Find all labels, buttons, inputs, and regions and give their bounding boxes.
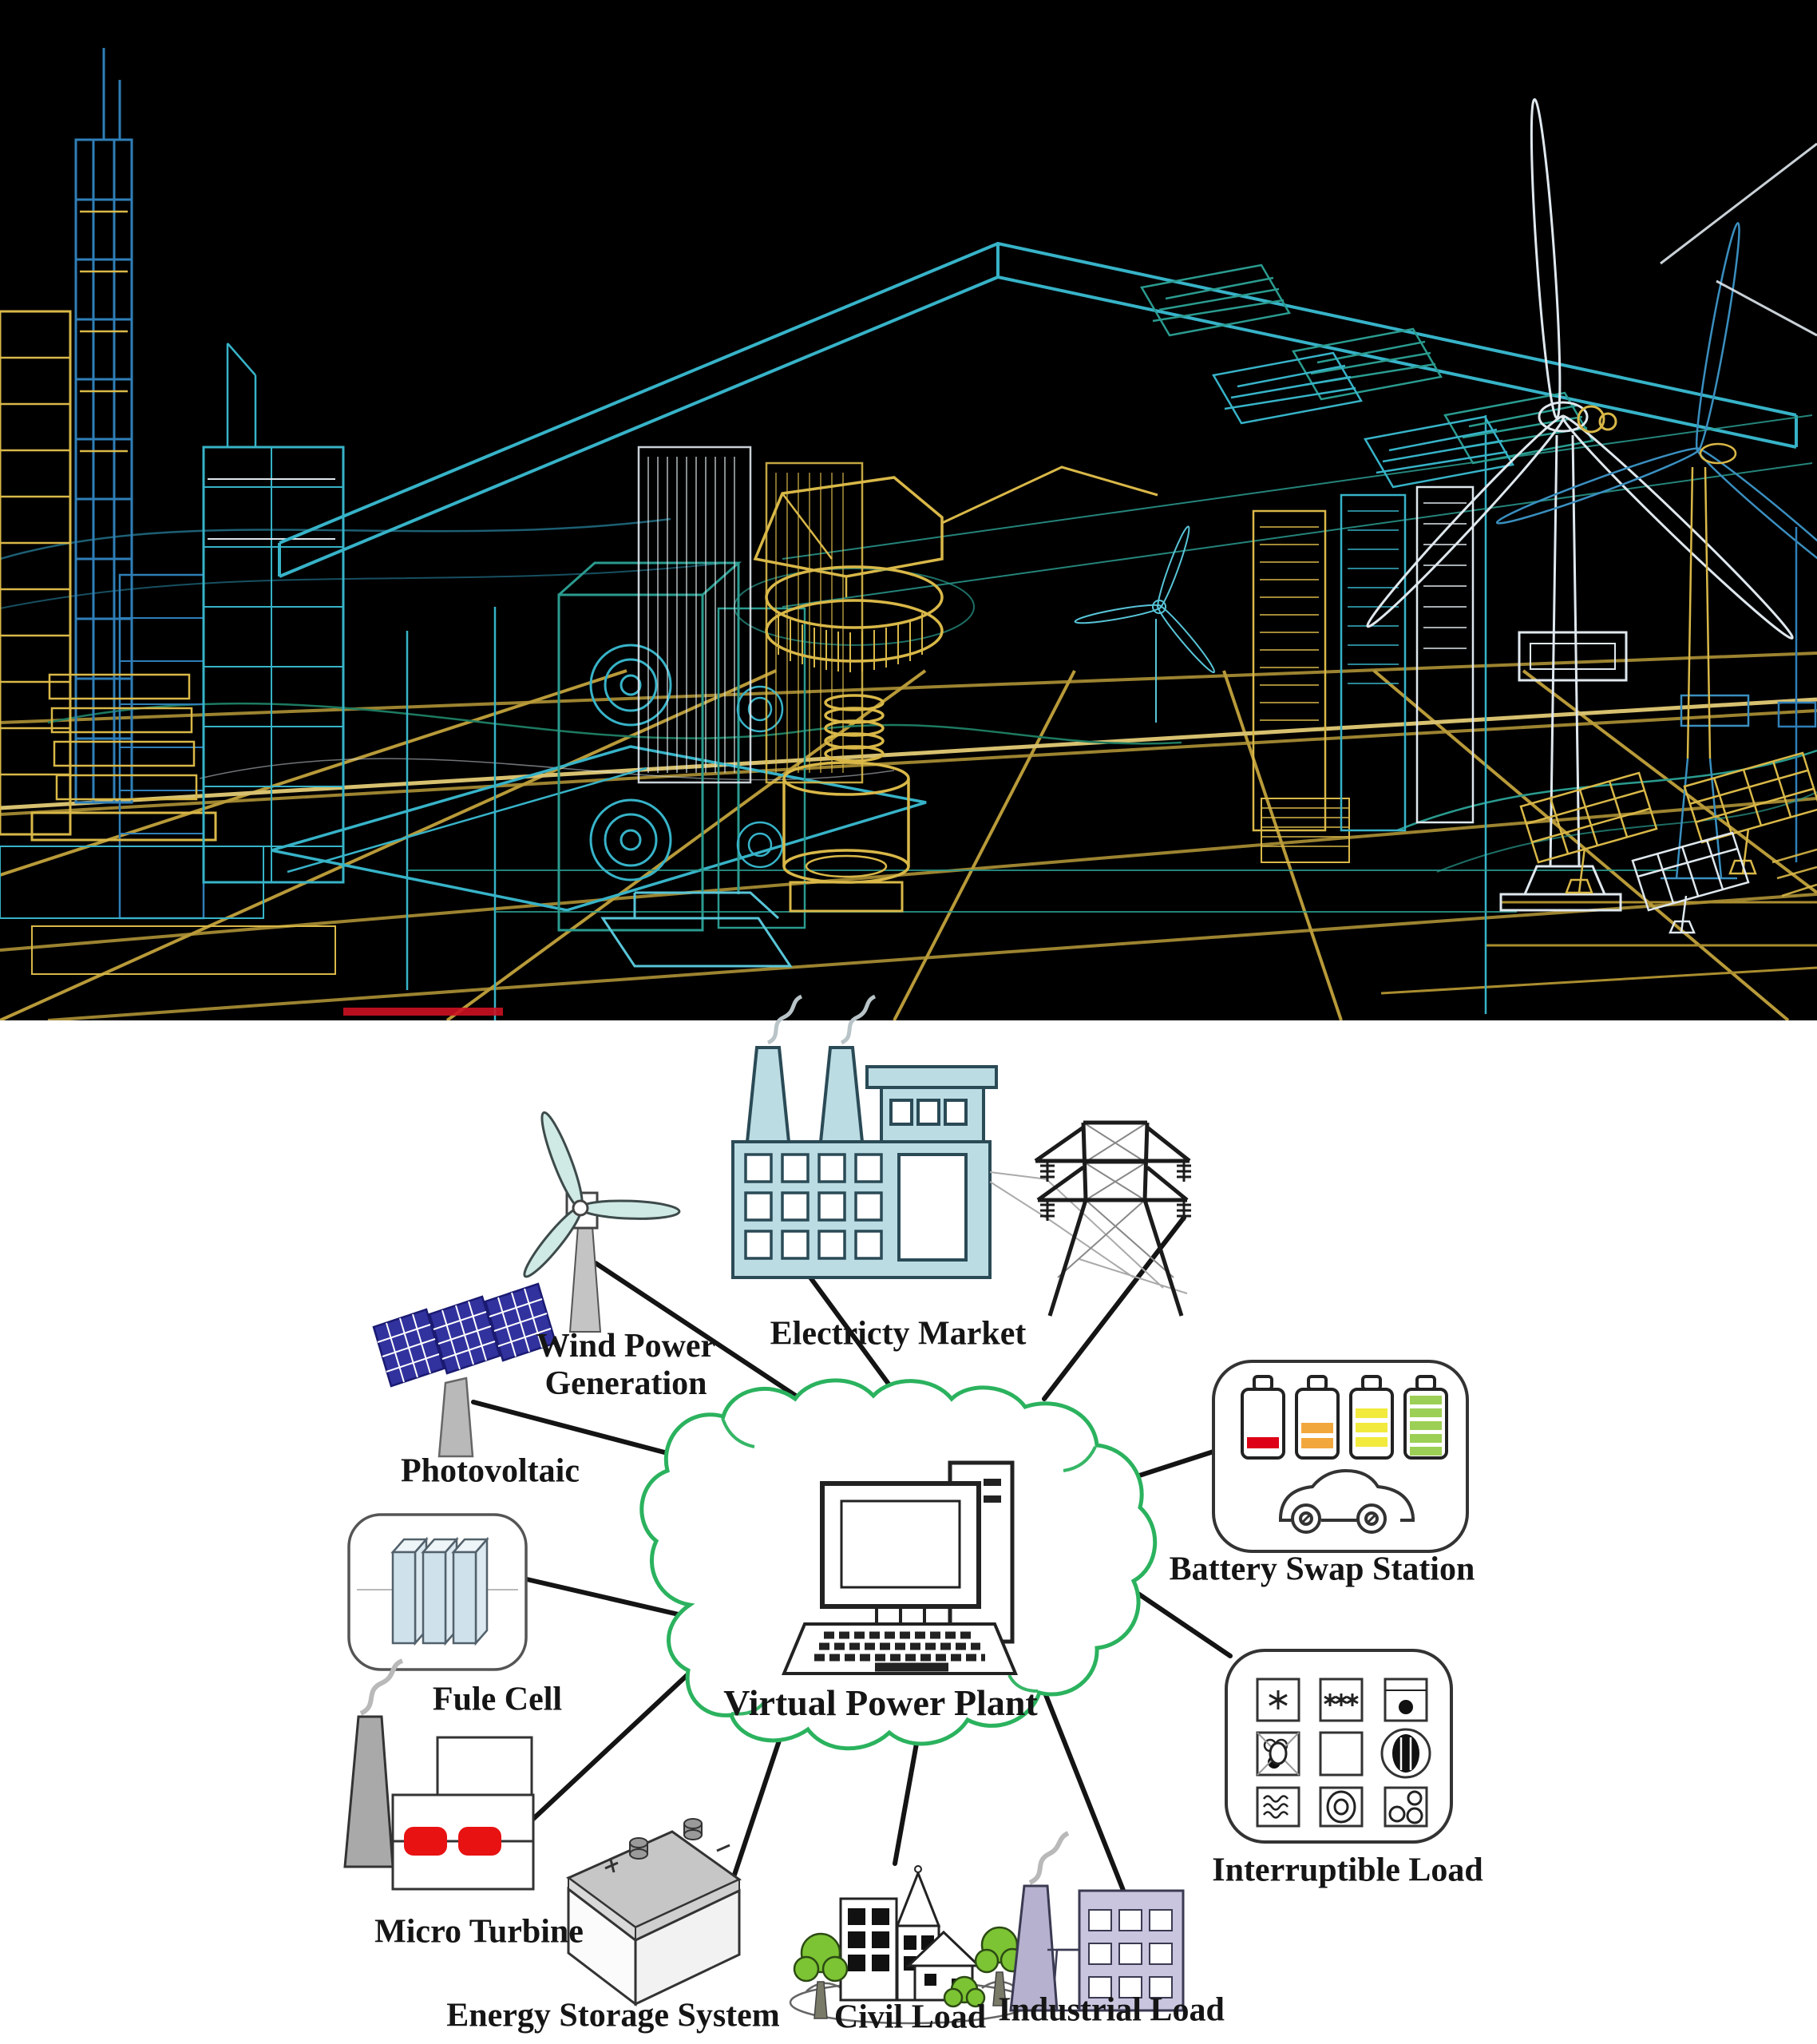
label-micro-turbine: Micro Turbine <box>374 1913 584 1951</box>
factory-icon <box>731 994 998 1279</box>
rack-cabinets <box>1252 485 1475 863</box>
label-wind-power-generation: Wind Power Generation <box>536 1328 715 1403</box>
label-photovoltaic: Photovoltaic <box>401 1452 580 1490</box>
label-wind-line2: Generation <box>544 1365 707 1402</box>
label-industrial-load: Industrial Load <box>998 1991 1225 2029</box>
hero-wireframe-city <box>0 0 1817 1022</box>
label-electricity-market: Electricty Market <box>770 1315 1027 1353</box>
industrial-load-icon <box>1009 1831 1185 2012</box>
wireframe-wind-turbines <box>1074 98 1817 912</box>
label-virtual-power-plant: Virtual Power Plant <box>723 1682 1038 1724</box>
wireframe-solar-panels <box>1519 751 1817 934</box>
car-icon <box>1279 1468 1415 1534</box>
label-fuel-cell: Fule Cell <box>432 1681 563 1718</box>
interruptible-load-icon <box>1225 1649 1453 1844</box>
wind-turbine-icon <box>523 1111 681 1333</box>
ground-grid <box>0 652 1817 1022</box>
micro-turbine-icon <box>343 1658 535 1891</box>
connector-industrial-load <box>1031 1662 1126 1895</box>
label-interruptible-load: Interruptible Load <box>1212 1852 1483 1889</box>
energy-storage-icon <box>566 1818 742 2007</box>
battery-swap-station-icon <box>1212 1360 1469 1553</box>
power-plant-pavilion <box>271 241 1813 1020</box>
battery-charge-bars <box>1247 1396 1442 1456</box>
transmission-tower-icon <box>989 1120 1191 1317</box>
label-civil-load: Civil Load <box>833 1998 987 2036</box>
civil-load-icon <box>789 1865 1031 2025</box>
hall-roof-vents <box>1140 263 1594 489</box>
fuel-cell-icon <box>347 1513 528 1671</box>
connector-fuel-cell <box>525 1577 681 1617</box>
vpp-diagram <box>0 994 1817 2044</box>
city-skyline <box>0 48 345 975</box>
label-wind-line1: Wind Power <box>536 1327 716 1365</box>
solar-panel-icon <box>372 1282 557 1458</box>
red-light-strip <box>343 1008 503 1016</box>
label-battery-swap-station: Battery Swap Station <box>1169 1551 1475 1588</box>
connector-interruptible <box>1122 1582 1233 1658</box>
connector-micro-turbine <box>531 1658 705 1821</box>
desktop-computer-icon <box>781 1460 1019 1675</box>
label-energy-storage-system: Energy Storage System <box>446 1997 780 2034</box>
